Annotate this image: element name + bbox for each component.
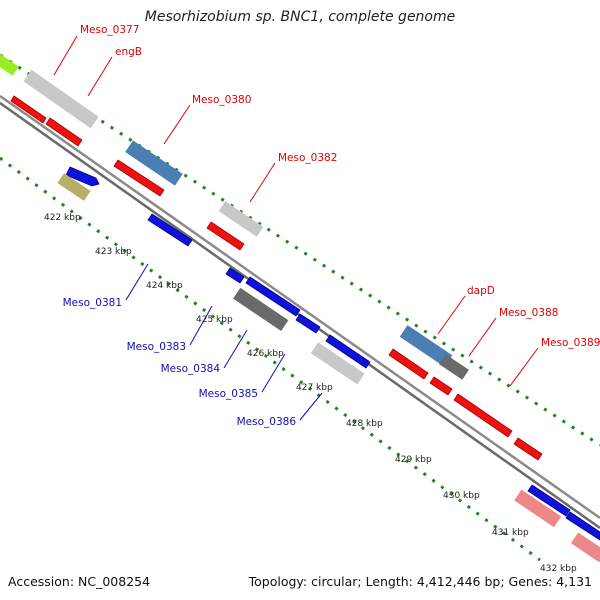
gene-meso-0392 — [565, 511, 600, 541]
gene-meso-0394 — [570, 532, 600, 563]
inner-dot-track — [0, 156, 541, 562]
kbp-422: 422 kbp — [44, 213, 81, 223]
label-meso-0384: Meso_0384 — [161, 363, 221, 375]
topology-text: Topology: circular; Length: 4,412,446 bp… — [248, 574, 592, 589]
label-engb: engB — [115, 46, 142, 58]
backbone-upper — [0, 94, 600, 520]
label-meso-0388: Meso_0388 — [499, 307, 558, 319]
forward-genes — [0, 53, 600, 563]
scale-dots — [0, 53, 600, 562]
gene-meso-0379 — [113, 159, 165, 197]
label-dapd: dapD — [467, 285, 495, 297]
label-meso-0380: Meso_0380 — [192, 94, 251, 106]
gene-engb — [10, 95, 47, 124]
kbp-425: 425 kbp — [196, 315, 233, 325]
gene-meso-0380 — [125, 140, 183, 186]
outer-dot-track — [0, 53, 600, 447]
leader-meso-0377 — [53, 35, 78, 76]
gene-meso-0378 — [45, 117, 83, 147]
leader-meso-0381 — [125, 263, 149, 301]
label-meso-0386: Meso_0386 — [237, 416, 297, 428]
kbp-431: 431 kbp — [492, 528, 529, 538]
gene-meso-0385b — [295, 313, 321, 334]
gene-meso-0388 — [388, 348, 429, 380]
gene-meso-0384 — [245, 276, 301, 317]
map-title: Mesorhizobium sp. BNC1, complete genome — [144, 9, 456, 25]
gene-meso-0381b — [206, 221, 245, 251]
leader-meso-0382 — [249, 162, 276, 203]
gene-meso-0380c — [57, 173, 91, 201]
label-meso-0382: Meso_0382 — [278, 152, 337, 164]
gene-meso-0386 — [325, 334, 371, 369]
kbp-427: 427 kbp — [296, 383, 333, 393]
leader-meso-0386 — [299, 392, 323, 421]
kbp-labels: 422 kbp 423 kbp 424 kbp 425 kbp 426 kbp … — [44, 213, 577, 574]
kbp-432: 432 kbp — [540, 564, 577, 574]
label-meso-0381: Meso_0381 — [63, 297, 122, 309]
gene-meso-0376 — [0, 53, 19, 76]
leader-engb — [87, 56, 113, 97]
gene-meso-0391 — [527, 484, 571, 517]
gene-meso-0388b — [429, 376, 453, 396]
gene-meso-0380b — [65, 166, 100, 187]
gene-meso-0387 — [439, 354, 469, 380]
kbp-430: 430 kbp — [443, 491, 480, 501]
gene-meso-0390 — [513, 437, 543, 461]
leader-meso-0384 — [223, 329, 248, 369]
gene-meso-0377 — [23, 69, 99, 129]
leader-meso-0385 — [261, 353, 286, 393]
gene-meso-0389 — [453, 393, 513, 438]
kbp-428: 428 kbp — [346, 419, 383, 429]
gene-dapd — [399, 325, 453, 367]
reverse-genes — [57, 166, 600, 541]
gene-meso-0384b — [233, 287, 289, 332]
gene-meso-0382 — [218, 201, 264, 237]
kbp-423: 423 kbp — [95, 247, 132, 257]
label-meso-0383: Meso_0383 — [127, 341, 186, 353]
gene-meso-0393 — [514, 489, 562, 528]
gene-meso-0385 — [310, 342, 365, 385]
leader-meso-0380 — [163, 104, 191, 145]
kbp-426: 426 kbp — [247, 349, 284, 359]
leader-dapd — [437, 295, 466, 335]
leader-lines — [53, 35, 539, 421]
label-meso-0389: Meso_0389 — [541, 337, 600, 349]
gene-label-group: Meso_0377 engB Meso_0380 Meso_0382 dapD … — [63, 24, 600, 428]
leader-meso-0388 — [468, 317, 497, 357]
leader-meso-0389 — [509, 347, 539, 387]
gene-meso-0383 — [225, 267, 245, 284]
kbp-424: 424 kbp — [146, 281, 183, 291]
accession-text: Accession: NC_008254 — [8, 574, 151, 589]
label-meso-0377: Meso_0377 — [80, 24, 139, 36]
label-meso-0385: Meso_0385 — [199, 388, 258, 400]
gene-meso-0381 — [147, 213, 193, 247]
leader-meso-0383 — [189, 305, 213, 346]
kbp-429: 429 kbp — [395, 455, 432, 465]
